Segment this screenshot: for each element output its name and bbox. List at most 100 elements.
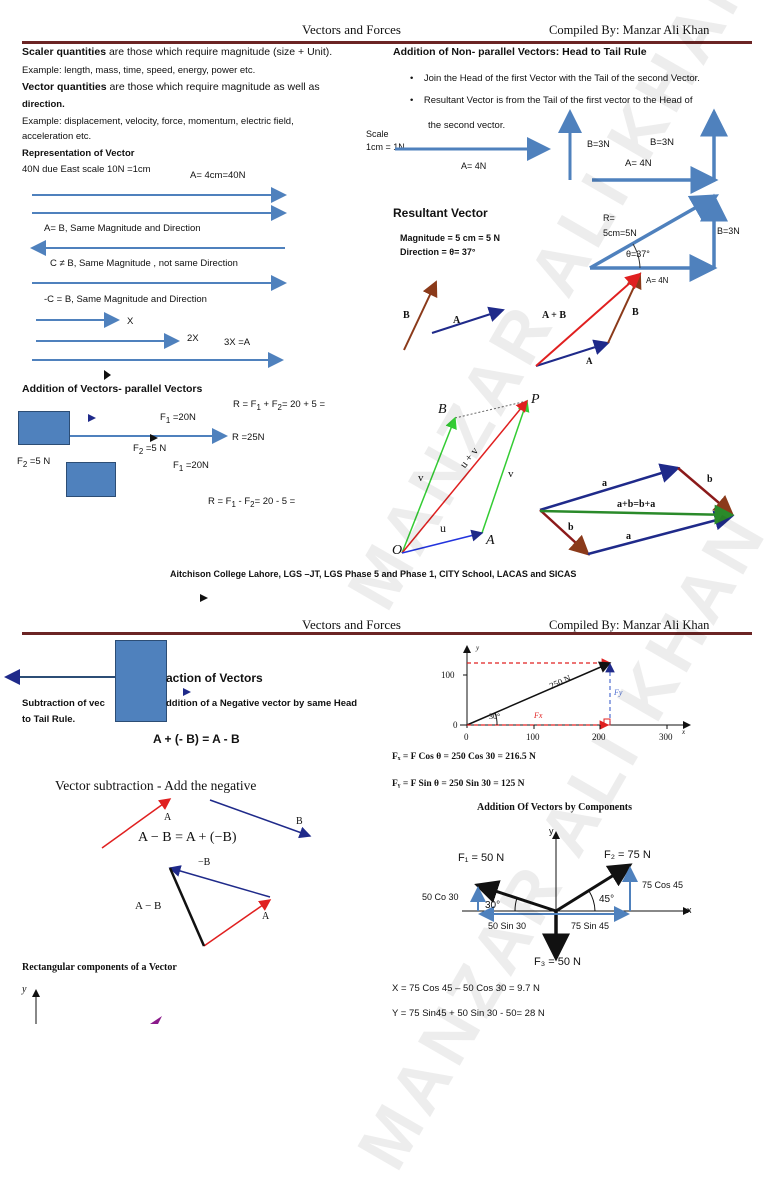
scaler-example: Example: length, mass, time, speed, ener… — [22, 65, 256, 76]
apb-sum-label: A + B — [542, 310, 567, 321]
bullet-1: • Join the Head of the first Vector with… — [410, 73, 700, 84]
a4n-label: A= 4N — [461, 161, 487, 171]
c-75cos45-label: 75 Cos 45 — [642, 880, 684, 890]
bullet-2-cont: the second vector. — [428, 120, 506, 131]
graph-x-label: x — [682, 728, 686, 736]
graph-xtick-300: 300 — [659, 732, 673, 742]
page1-header-rule — [22, 41, 752, 44]
vsub-a-minus-b-label: A − B — [135, 900, 162, 912]
comm-b-top: b — [707, 474, 713, 485]
f1-label-bottom: F1 =20N — [173, 460, 209, 473]
fy-equation: Fᵧ = F Sin θ = 250 Sin 30 = 125 N — [392, 779, 525, 789]
vsub-a-label: A — [164, 812, 172, 823]
fx-equation: Fₓ = F Cos θ = 250 Cos 30 = 216.5 N — [392, 752, 536, 762]
rect-components-axis — [32, 989, 162, 1024]
label-3x: 3X =A — [224, 337, 251, 348]
graph-xtick-200: 200 — [592, 732, 606, 742]
comm-sum: a+b=b+a — [617, 499, 656, 510]
x-sum-equation: X = 75 Cos 45 – 50 Cos 30 = 9.7 N — [392, 983, 540, 994]
scale-value: 1cm = 1N — [366, 142, 405, 152]
f2-force-label: F₂ = 75 N — [604, 849, 651, 861]
par-label-a: A — [486, 533, 495, 548]
c-50sin30-label: 50 Sin 30 — [488, 921, 527, 931]
representation-title: Representation of Vector — [22, 148, 135, 159]
c-x-axis-label: x — [687, 905, 692, 915]
force-component-graph — [460, 645, 691, 730]
page1-footer: Aitchison College Lahore, LGS –JT, LGS P… — [170, 569, 577, 579]
par-label-p: P — [531, 392, 540, 407]
a-label: A= 4cm=40N — [190, 170, 246, 181]
vsub-neg-b-label: −B — [198, 857, 211, 868]
footer-marker — [200, 594, 208, 602]
resultant-sum-eq: R = F1 + F2= 20 + 5 = — [233, 399, 326, 412]
rect-axis-y: y — [22, 984, 27, 995]
page1-compiled-by: Compiled By: Manzar Ali Khan — [549, 23, 710, 37]
bullet-2: • Resultant Vector is from the Tail of t… — [410, 95, 693, 106]
r25-label: R =25N — [232, 432, 265, 443]
apb-b-right: B — [632, 307, 639, 318]
components-diagram — [462, 831, 691, 962]
c-y-axis-label: y — [549, 826, 554, 836]
vector-definition: Vector quantities are those which requir… — [22, 81, 320, 93]
f2-label-top: F2 =5 N — [133, 443, 167, 456]
graph-30-label: 30° — [489, 712, 501, 721]
par-label-o: O — [392, 543, 403, 558]
comm-b-bottom: b — [568, 522, 574, 533]
resultant-diff-eq: R = F1 - F2= 20 - 5 = — [208, 496, 296, 509]
block-2 — [66, 462, 116, 497]
subtraction-formula: A + (- B) = A - B — [153, 732, 240, 746]
components-title: Addition Of Vectors by Components — [477, 802, 633, 813]
b3n-tri-label: B=3N — [717, 226, 740, 236]
vector-example-1: Example: displacement, velocity, force, … — [22, 116, 294, 127]
c-30-label: 30° — [485, 900, 501, 911]
vsub-a2-label: A — [262, 911, 270, 922]
parallel-vectors-title: Addition of Vectors- parallel Vectors — [22, 383, 203, 395]
scale-label: Scale — [366, 129, 389, 139]
par-label-v1: v — [418, 472, 424, 484]
vsub-equation: A − B = A + (−B) — [138, 830, 237, 845]
a-plus-b-diagram — [403, 272, 642, 367]
resultant-direction: Direction = θ= 37° — [400, 247, 476, 257]
representation-arrows — [30, 187, 287, 444]
page2-left-arrow — [4, 669, 191, 696]
b3n-small-label: B=3N — [587, 139, 610, 149]
theta-label: θ=37° — [626, 249, 650, 259]
subtraction-text-1a: Subtraction of vec — [22, 698, 105, 709]
vector-subtraction-title: Vector subtraction - Add the negative — [55, 778, 257, 793]
graph-xtick-100: 100 — [526, 732, 540, 742]
graph-xtick-0: 0 — [464, 732, 469, 742]
rect-components-title: Rectangular components of a Vector — [22, 962, 177, 973]
r-eq-label: R= — [603, 213, 615, 223]
resultant-title: Resultant Vector — [393, 206, 488, 220]
f1-label-top: F1 =20N — [160, 412, 196, 425]
commutative-diagram — [539, 463, 735, 556]
page1-title: Vectors and Forces — [302, 22, 401, 37]
apb-a-left: A — [453, 315, 461, 326]
graph-fx-label: Fx — [534, 711, 543, 720]
vector-example-2: acceleration etc. — [22, 131, 92, 142]
comm-a-top: a — [602, 478, 607, 489]
vector-subtraction-diagram — [101, 798, 312, 947]
block-1 — [18, 411, 70, 445]
b3n-label: B=3N — [650, 137, 675, 148]
apb-b-left: B — [403, 310, 410, 321]
graph-y-label: y — [476, 644, 480, 652]
apb-a-right: A — [586, 356, 593, 366]
subtraction-text-1b: ddition of a Negative vector by same Hea… — [166, 698, 358, 709]
f3-force-label: F₃ = 50 N — [534, 956, 581, 968]
c-45-label: 45° — [599, 894, 615, 905]
page2-block — [115, 640, 167, 722]
equation-a-equals-b: A= B, Same Magnitude and Direction — [44, 223, 201, 234]
subtraction-text-2: to Tail Rule. — [22, 714, 76, 725]
non-parallel-title: Addition of Non- parallel Vectors: Head … — [393, 46, 647, 58]
comm-a-bottom: a — [626, 531, 631, 542]
vector-definition-cont: direction. — [22, 99, 65, 110]
a4n-tri-label: A= 4N — [646, 276, 669, 285]
c-75sin45-label: 75 Sin 45 — [571, 921, 610, 931]
page2-top-rule — [22, 632, 752, 635]
equation-neg-c-b: -C = B, Same Magnitude and Direction — [44, 294, 207, 305]
par-label-b: B — [438, 402, 447, 417]
a4n-b-label: A= 4N — [625, 158, 652, 169]
f2-label-bottom: F2 =5 N — [17, 456, 51, 469]
graph-tick-0: 0 — [453, 720, 458, 730]
